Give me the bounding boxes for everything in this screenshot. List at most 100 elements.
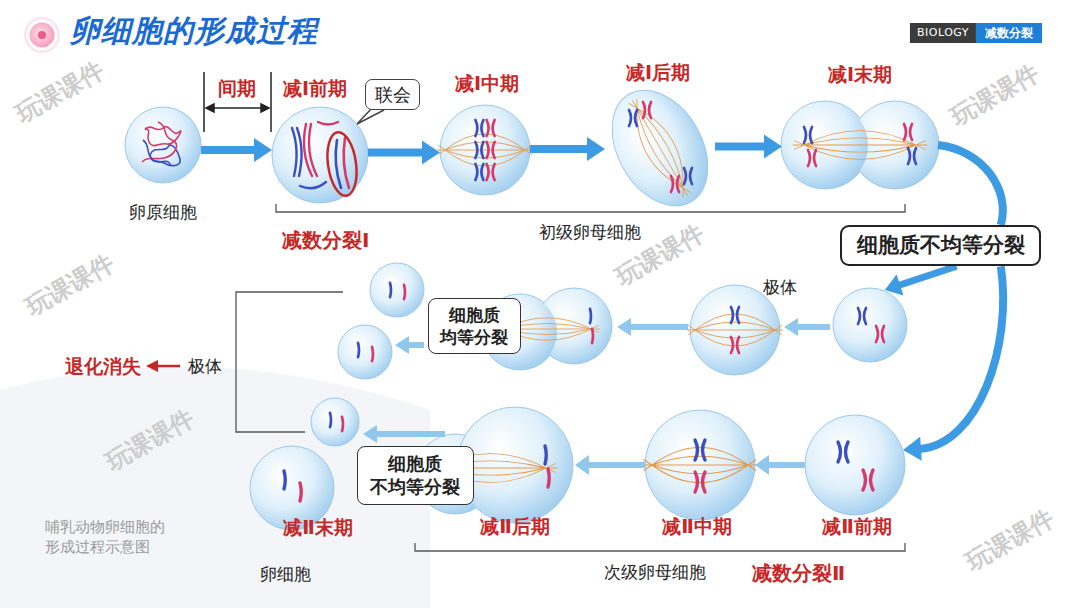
anaphase-cell [643,102,651,118]
telophase-cell [904,124,912,140]
telophase-cell [804,127,812,143]
prophase-cell [304,124,317,176]
polar-body-cell [590,309,591,323]
connector-line [530,145,588,153]
arrow-head [254,138,272,162]
polar-body-cell [731,337,739,353]
prophase-cell [300,182,326,188]
title-icon [38,31,46,39]
arrow-head [422,141,440,165]
bracket-label: 极体 [188,356,222,376]
polar-body-cell [858,308,866,324]
stage-label: 减Ⅱ中期 [662,515,732,538]
cell-node: 减Ⅰ末期 [782,100,938,190]
arrow-head [903,437,922,461]
connector-arrow [903,266,1003,460]
polar-body-cell [342,417,343,431]
anaphase-cell [545,446,546,464]
prophase-cell [357,108,384,124]
prophase-cell [324,130,361,197]
connector-arrow [938,145,1003,225]
process-box: 细胞质 不均等分裂 [357,446,474,505]
process-box: 细胞质 均等分裂 [428,298,521,354]
title-icon [24,17,60,53]
prophase-cell [336,140,341,188]
telophase-cell [781,101,939,189]
interphase-marker [261,104,269,112]
prophase-cell [318,122,338,125]
badge-label: BIOLOGY [910,23,976,43]
metaphase-cell [475,142,494,158]
prophase-cell [344,138,349,188]
prophase-cell [805,415,905,515]
connector-line [899,266,957,285]
polar-body-cell [833,288,907,362]
polar-body-cell [311,398,359,446]
title-icon [28,21,56,49]
leader-arrow [146,360,158,372]
prophase-cell [805,415,905,515]
oogonium-cell [142,122,177,162]
prophase-cell [863,470,873,490]
anaphase-cell [548,469,549,487]
stage-label: 卵细胞 [260,564,311,584]
prophase-cell [272,107,368,203]
stage-label: 减Ⅱ前期 [822,515,892,538]
flow-arrow [617,318,631,336]
stage-label: 减Ⅰ后期 [626,61,690,84]
cell-node: 减Ⅱ前期 [805,415,905,515]
slide-title: 卵细胞的形成过程 [70,13,318,49]
badge-label: 减数分裂 [976,23,1042,43]
anaphase-cell [671,176,679,192]
bracket-label: 初级卵母细胞 [539,222,641,242]
flow-arrow [395,336,409,354]
flow-arrow [784,318,798,336]
leader-arrow [157,365,180,368]
box-text: 细胞质 不均等分裂 [368,452,462,499]
connector-line [588,462,645,468]
arrow-head [587,137,605,161]
leader-arrow [146,360,180,372]
phase-label: 间期 [218,77,256,100]
egg-cell [300,483,301,501]
interphase-marker [204,72,271,132]
stage-label: 减Ⅰ前期 [283,77,347,100]
polar-body-cell [833,288,907,362]
flow-arrow [376,431,445,437]
arrow-head [885,275,904,296]
connector-line [201,146,255,154]
polar-body-cell [731,307,739,323]
arrow-head [575,455,589,475]
anaphase-cell [593,73,728,222]
connector-arrow [201,138,272,162]
bracket [415,543,905,551]
connector-arrow [755,455,805,475]
watermark: 玩课课件 [21,249,119,322]
telophase-cell [908,148,916,164]
metaphase-cell [642,447,757,482]
polar-body-cell [687,285,783,375]
oogonium-cell [125,107,201,183]
anaphase-cell [620,93,700,203]
process-box: 细胞质不均等分裂 [840,225,1041,266]
polar-body-cell [404,285,405,299]
polar-body-cell [687,314,783,346]
prophase-cell [272,107,384,203]
polar-body-cell [372,347,373,361]
cell-node: 减Ⅰ后期 [605,88,715,208]
polar-body-cell [338,325,392,379]
connector-arrow [715,135,782,159]
connector-arrow [575,455,645,475]
cell-node: 卵原细胞 [125,107,201,183]
polar-body-cell [358,343,359,357]
watermark: 玩课课件 [961,504,1059,577]
fate-label: 退化消失 [65,355,141,378]
stage-label: 减Ⅱ末期 [283,516,353,539]
phase-label: 减数分裂Ⅱ [752,561,845,585]
connector-line [938,145,1003,225]
connector-arrow [530,137,605,161]
oogonium-cell [125,107,201,183]
prophase-cell [838,442,848,462]
metaphase-cell [642,410,757,520]
stage-label: 减Ⅱ后期 [480,515,550,538]
